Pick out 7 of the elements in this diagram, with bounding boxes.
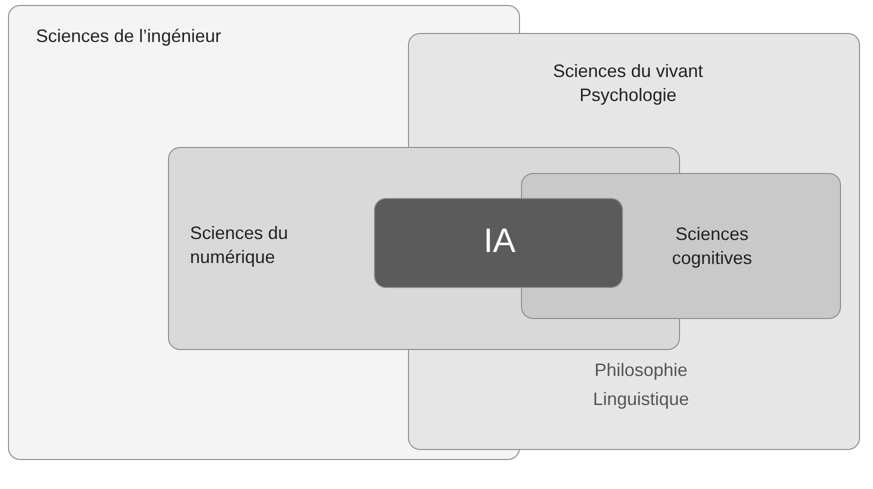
area-label: Sciences cognitives — [670, 223, 754, 270]
area-label: Sciences du vivant Psychologie — [552, 60, 704, 108]
field-panel — [374, 198, 623, 288]
area-label: Sciences de l’ingénieur — [36, 25, 222, 48]
area-label: IA — [482, 221, 517, 262]
area-label: Sciences du numérique — [190, 222, 290, 270]
area-label: Philosophie Linguistique — [592, 359, 690, 411]
